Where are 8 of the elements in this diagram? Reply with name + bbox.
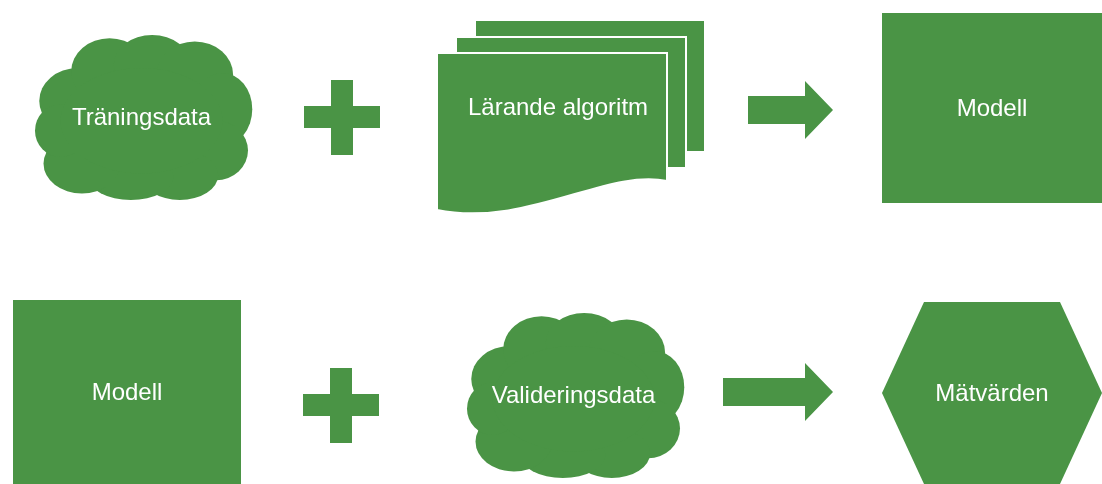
node-label: Mätvärden [934, 378, 1050, 408]
block-arrow [723, 363, 833, 421]
node-label: Träningsdata [70, 103, 213, 132]
node-label: Valideringsdata [490, 381, 657, 410]
node-label: Modell [90, 377, 164, 407]
node-label: Modell [955, 93, 1029, 123]
block-arrow [748, 81, 833, 139]
node-label: Lärande algoritm [466, 93, 650, 122]
